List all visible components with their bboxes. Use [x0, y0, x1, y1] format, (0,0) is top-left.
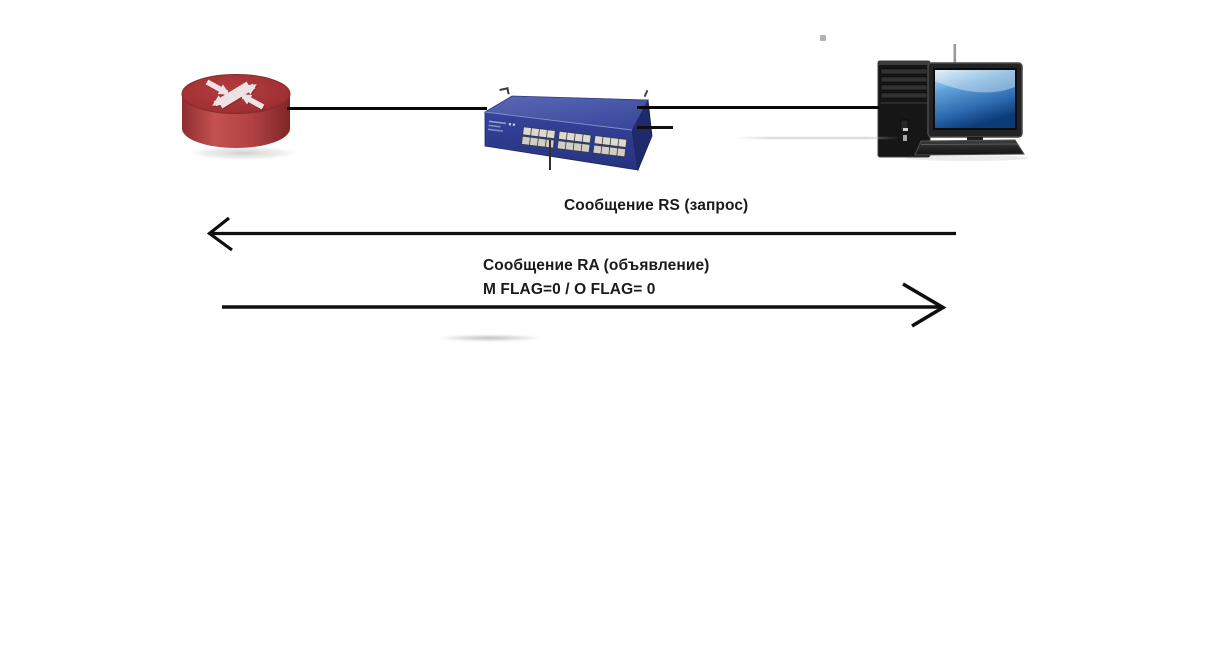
computer-icon [877, 44, 1028, 161]
artifact-vertical-line [549, 140, 551, 170]
ra-message-label: Сообщение RA (объявление) M FLAG=0 / O F… [483, 254, 709, 302]
artifact-smudge-line [440, 335, 540, 341]
switch-icon [483, 95, 653, 172]
artifact-dash [637, 126, 673, 129]
link-router-switch [287, 107, 487, 110]
ra-arrow [222, 282, 947, 328]
rs-message-label: Сообщение RS (запрос) [564, 197, 749, 214]
rs-arrow [206, 216, 956, 252]
ra-message-line1: Сообщение RA (объявление) [483, 257, 710, 274]
artifact-gray-dot [820, 35, 826, 41]
link-switch-pc [637, 106, 879, 109]
router-icon [181, 74, 300, 161]
ra-message-line2: M FLAG=0 / O FLAG= 0 [483, 281, 656, 298]
artifact-faint-line [737, 137, 900, 139]
